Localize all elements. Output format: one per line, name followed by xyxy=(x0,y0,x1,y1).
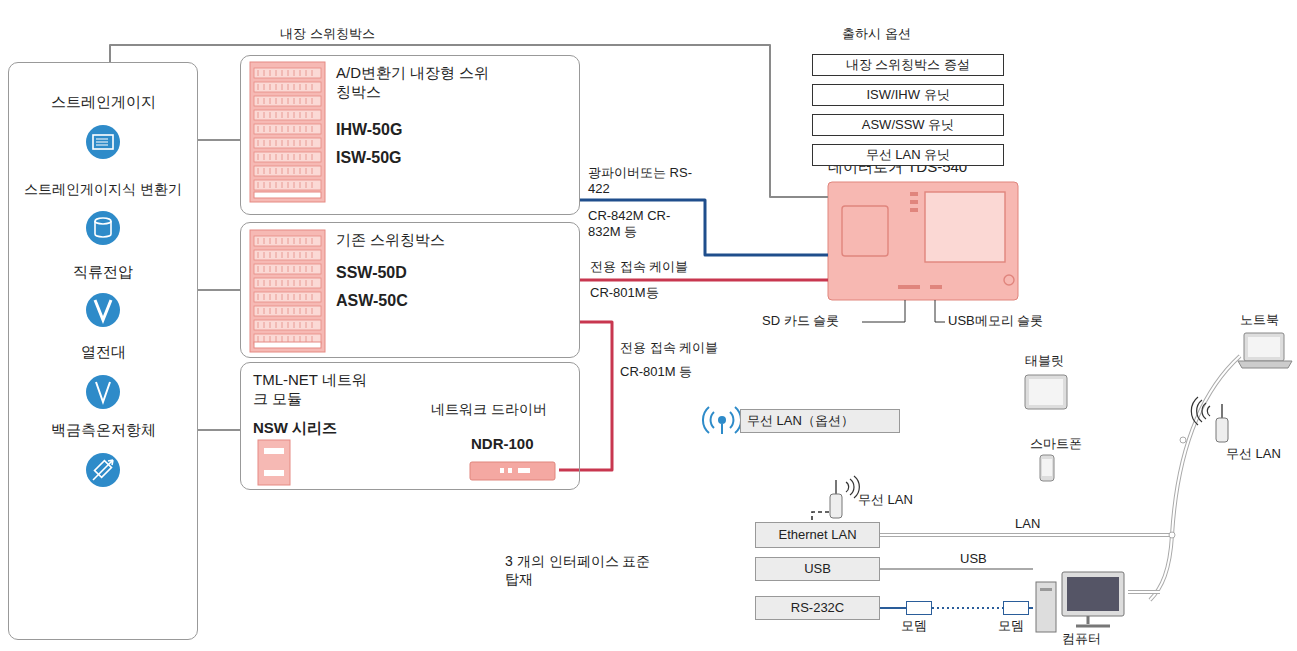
box-text: SSW-50D xyxy=(336,263,407,283)
box-text: 직류전압 xyxy=(9,263,197,282)
device-box: 모뎀 xyxy=(1003,601,1029,615)
device-box: Ethernet LAN xyxy=(755,522,880,548)
connector xyxy=(580,200,828,255)
box-text: 컴퓨터 xyxy=(1033,631,1129,647)
box-text: TML-NET 네트워크 모듈 xyxy=(253,371,373,409)
box-text: ASW/SSW 유닛 xyxy=(813,117,1003,133)
device-box: 모뎀 xyxy=(906,601,932,615)
box-text: ISW-50G xyxy=(336,148,401,168)
device-box: 무선 LAN（옵션） xyxy=(740,409,900,433)
annotation-label: 무선 LAN xyxy=(1226,446,1281,462)
tablet xyxy=(1025,375,1067,409)
annotation-label: 3 개의 인터페이스 표준 탑재 xyxy=(505,553,655,588)
annotation-label: 노트북 xyxy=(1240,312,1279,328)
annotation-label: 스마트폰 xyxy=(1030,436,1082,452)
nsw-module xyxy=(258,440,290,485)
annotation-label: CR-801M 등 xyxy=(620,364,692,380)
connector xyxy=(198,289,240,290)
annotation-label: 태블릿 xyxy=(1025,353,1064,369)
ndr-device xyxy=(470,462,555,480)
data-logger-body xyxy=(828,182,1018,322)
connector-label: 내장 스위칭박스 xyxy=(280,26,375,42)
connector-label: 전용 접속 케이블 xyxy=(590,259,688,275)
box-text: 기존 스위칭박스 xyxy=(336,231,445,250)
device-box: 네트워크 드라이버 NDR-100 xyxy=(431,401,559,483)
switching-box-rack xyxy=(250,62,325,352)
group-box: 스트레인게이지스트레인게이지식 변환기직류전압열전대백금측온저항체 xyxy=(8,62,198,640)
computer xyxy=(1036,572,1124,632)
box-text: 네트워크 드라이버 xyxy=(431,401,547,419)
laptop xyxy=(1238,333,1292,368)
annotation-label: 무선 LAN xyxy=(858,492,913,508)
smartphone xyxy=(1040,455,1054,481)
box-text: 열전대 xyxy=(9,343,197,362)
box-text: 내장 스위칭박스 증설 xyxy=(813,57,1003,73)
annotation-label: CR-801M등 xyxy=(590,285,659,301)
box-text: ISW/IHW 유닛 xyxy=(813,87,1003,103)
connector xyxy=(559,322,612,470)
box-text: 무선 LAN 유닛 xyxy=(813,147,1003,163)
group-box: TML-NET 네트워크 모듈 NSW 시리즈 네트워크 드라이버 NDR-100 xyxy=(240,362,580,490)
annotation-label: USB메모리 슬롯 xyxy=(948,313,1043,329)
wireless-antenna xyxy=(1191,397,1228,442)
box-text: USB xyxy=(756,561,879,577)
connector xyxy=(880,607,906,609)
box-text: RS-232C xyxy=(756,600,879,616)
connector xyxy=(1029,607,1033,609)
annotation-label: CR-842M CR-832M 등 xyxy=(588,208,692,241)
annotation-label: LAN xyxy=(1015,516,1040,532)
device-box: RS-232C xyxy=(755,596,880,620)
box-text: IHW-50G xyxy=(336,120,402,140)
connector xyxy=(880,568,1033,570)
annotation-label: SD 카드 슬롯 xyxy=(762,313,839,329)
connector-label: 광파이버또는 RS-422 xyxy=(588,165,692,198)
device-box: 무선 LAN 유닛 xyxy=(812,144,1004,166)
connector xyxy=(580,279,828,282)
device-box: 데이터로거 TDS-540 xyxy=(828,182,1018,300)
group-box: A/D변환기 내장형 스위칭박스 IHW-50G ISW-50G xyxy=(240,55,580,215)
device-box: USB xyxy=(755,557,880,581)
connector xyxy=(198,429,240,430)
connector-label: USB xyxy=(960,551,987,567)
box-text: 스트레인게이지식 변환기 xyxy=(9,181,197,199)
device-box: ISW/IHW 유닛 xyxy=(812,84,1004,106)
lan-backbone xyxy=(880,356,1240,600)
device-box: 내장 스위칭박스 증설 xyxy=(812,54,1004,76)
box-text: NSW 시리즈 xyxy=(253,419,337,438)
box-text: A/D변환기 내장형 스위칭박스 xyxy=(336,64,496,102)
group-box: 기존 스위칭박스 SSW-50D ASW-50C xyxy=(240,222,580,358)
connector-label: 전용 접속 케이블 xyxy=(620,340,718,356)
wireless-icon xyxy=(703,407,741,434)
box-text: 백금측온저항체 xyxy=(9,421,197,440)
wireless-antenna xyxy=(812,476,859,522)
box-text: 모뎀 xyxy=(998,618,1024,634)
box-text: 스트레인게이지 xyxy=(9,93,197,112)
box-text: 모뎀 xyxy=(901,618,927,634)
box-text: Ethernet LAN xyxy=(756,527,879,543)
annotation-label: 출하시 옵션 xyxy=(842,26,911,42)
device-box: ASW/SSW 유닛 xyxy=(812,114,1004,136)
box-text: 무선 LAN（옵션） xyxy=(747,413,854,429)
box-text: ASW-50C xyxy=(336,291,408,311)
box-text: NDR-100 xyxy=(471,435,534,454)
connector xyxy=(110,45,828,197)
device-box: 컴퓨터 xyxy=(1033,555,1129,649)
connector xyxy=(932,607,1003,609)
connector xyxy=(198,139,240,140)
